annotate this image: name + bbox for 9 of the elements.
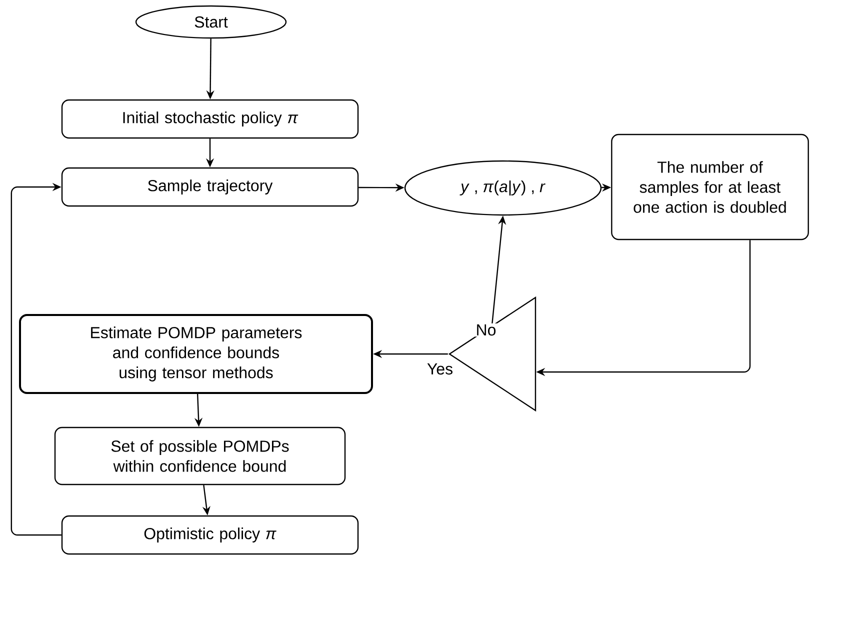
process-box: The number of samples for at least one action is doubled [611,134,809,240]
process-box: Sample trajectory [61,167,359,207]
arrow [10,182,62,536]
process-box: Optimistic policy π [61,515,359,555]
process-box: Estimate POMDP parameters and confidence bounds using tensor methods [19,314,373,394]
process-box: Initial stochastic policy π [61,99,359,139]
edge-label: No [474,323,498,337]
edge-label: Yes [426,362,454,376]
process-box: Set of possible POMDPs within confidence bound [54,426,346,486]
